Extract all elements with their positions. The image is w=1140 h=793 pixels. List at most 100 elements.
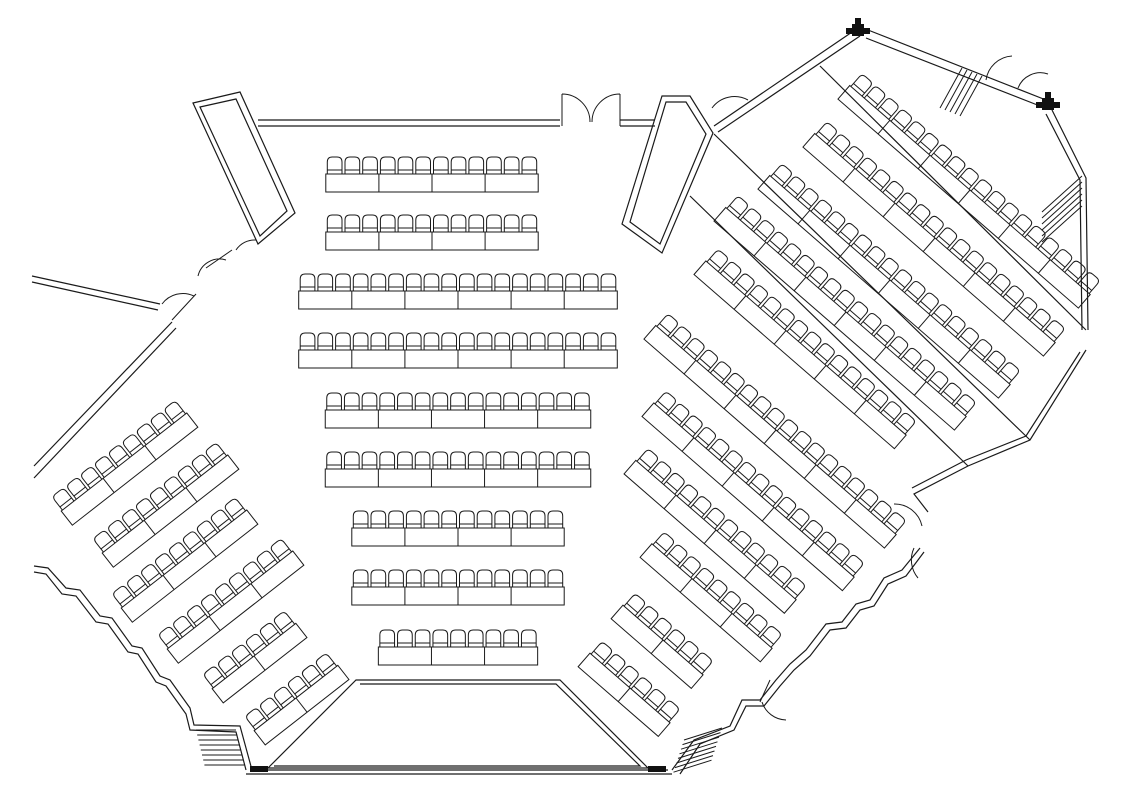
seat-edge (627, 603, 638, 613)
left-diagonal-wall (34, 322, 172, 466)
seat (495, 570, 510, 587)
seat (468, 393, 483, 410)
seat-edge (134, 584, 146, 593)
seat-edge (253, 718, 265, 727)
seat (182, 530, 204, 552)
seat-edge (157, 496, 169, 505)
door-right-lower-2 (911, 548, 918, 578)
seat (864, 85, 886, 107)
seat (163, 475, 185, 497)
seat (624, 593, 646, 615)
seat (583, 274, 598, 291)
seat (121, 508, 143, 530)
seat-edge (796, 264, 807, 274)
seat (677, 640, 699, 662)
desk-divider (854, 400, 866, 414)
seat-edge (912, 213, 923, 223)
stairs-bottom-right (674, 728, 723, 772)
door-left-single (162, 293, 196, 320)
seat (487, 157, 502, 174)
desk-divider (804, 465, 816, 479)
right-lower-wall-2 (680, 552, 924, 774)
seat (300, 333, 315, 350)
seat (860, 312, 882, 334)
seat-edge (656, 542, 667, 552)
center-row-9 (378, 630, 537, 665)
seat (504, 452, 519, 469)
seat-edge (158, 422, 170, 431)
seat (931, 143, 953, 165)
desk-divider (923, 238, 935, 252)
seat-edge (684, 424, 695, 434)
seat-edge (897, 421, 908, 431)
seat (495, 274, 510, 291)
right-top-wall-2 (866, 38, 1040, 106)
seat (575, 393, 590, 410)
fixture-arm (862, 28, 870, 34)
seat (816, 122, 838, 144)
upper-right-row-5 (694, 248, 917, 449)
seat (504, 630, 519, 647)
seat-edge (818, 540, 829, 550)
seat (135, 497, 157, 519)
stage-post-left (250, 766, 268, 772)
seat (217, 654, 239, 676)
seat (451, 452, 466, 469)
seat (205, 442, 227, 464)
seat-edge (634, 686, 645, 696)
seat-edge (281, 621, 293, 630)
seat (754, 219, 776, 241)
center-row-8 (352, 570, 564, 605)
seat-edge (887, 521, 898, 531)
stairs-upper-right-top (940, 68, 982, 116)
seat (522, 157, 537, 174)
stage-front (268, 680, 648, 768)
seat (287, 675, 309, 697)
seat-edge (1027, 234, 1038, 244)
seat-edge (680, 650, 691, 660)
right-wing-row-2 (642, 390, 865, 591)
desk-divider (186, 488, 197, 502)
seat (530, 274, 545, 291)
desk-divider (724, 395, 736, 409)
door-right-upper (712, 97, 748, 108)
center-row-2 (326, 215, 538, 250)
desk-divider (834, 312, 846, 326)
seat (695, 426, 717, 448)
seat (790, 430, 812, 452)
seat-edge (806, 451, 817, 461)
seat-edge (766, 416, 777, 426)
seat (66, 477, 88, 499)
seat-edge (873, 509, 884, 519)
seat-edge (115, 529, 127, 538)
seat (958, 326, 980, 348)
left-outer-wall (32, 276, 160, 304)
seat-edge (965, 259, 976, 269)
desk-divider (722, 473, 734, 487)
seat (815, 530, 837, 552)
seat (944, 155, 966, 177)
seat (747, 613, 769, 635)
seat (521, 630, 536, 647)
seat (107, 519, 129, 541)
seat (513, 274, 528, 291)
seat (468, 452, 483, 469)
seat-edge (232, 508, 244, 517)
seat (918, 291, 940, 313)
seat (521, 393, 536, 410)
seat-edge (706, 516, 717, 526)
stair-tread (940, 68, 962, 108)
seat-edge (711, 447, 722, 457)
seat-edge (647, 698, 658, 708)
seat (670, 325, 692, 347)
seat-edge (833, 474, 844, 484)
seat (760, 296, 782, 318)
seat (362, 452, 377, 469)
right-wing-row-6 (578, 640, 681, 736)
seat-edge (1081, 281, 1092, 291)
seat (477, 570, 492, 587)
seat (353, 511, 368, 528)
seat-edge (253, 643, 265, 652)
stair-tread (1042, 188, 1082, 224)
door-bottom-right (760, 680, 786, 720)
